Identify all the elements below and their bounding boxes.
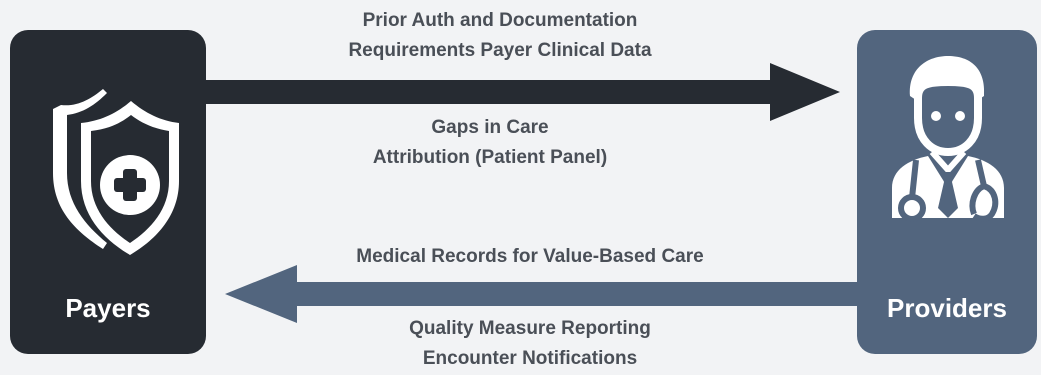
top-flow-label-below: Gaps in Care Attribution (Patient Panel) (260, 113, 720, 173)
bottom-flow-below-line1: Quality Measure Reporting (409, 318, 651, 339)
top-flow-above-line2: Requirements Payer Clinical Data (348, 40, 652, 61)
top-arrow (200, 63, 840, 121)
bottom-flow-label-above: Medical Records for Value-Based Care (250, 242, 810, 272)
top-flow-below-line1: Gaps in Care (431, 117, 549, 138)
top-flow-below-line2: Attribution (Patient Panel) (372, 147, 608, 168)
providers-label: Providers (887, 293, 1007, 323)
payers-box: Payers (10, 30, 206, 354)
bottom-flow-below-line2: Encounter Notifications (422, 348, 638, 369)
bottom-arrow (225, 265, 860, 323)
payers-label: Payers (65, 293, 151, 323)
bottom-flow-label-below: Quality Measure Reporting Encounter Noti… (300, 314, 760, 374)
top-flow-above-line1: Prior Auth and Documentation (362, 10, 638, 31)
shield-plus-icon (53, 89, 179, 255)
bottom-flow-above-line1: Medical Records for Value-Based Care (356, 246, 704, 267)
doctor-icon (892, 56, 1004, 222)
providers-box: Providers (857, 30, 1037, 354)
top-flow-label-above: Prior Auth and Documentation Requirement… (230, 6, 770, 66)
